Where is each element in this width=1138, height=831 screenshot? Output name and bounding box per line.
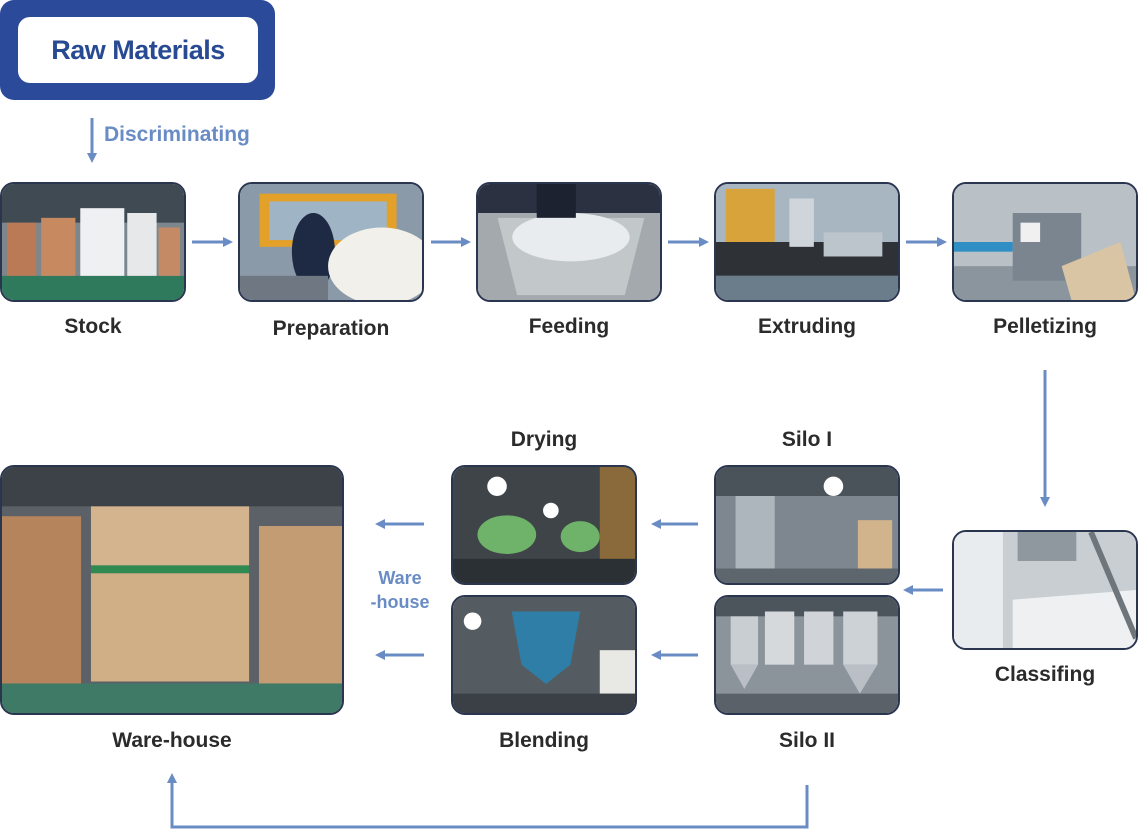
warehouse-mid-line2: -house — [370, 592, 430, 612]
silo2-photo — [714, 595, 900, 715]
pelletizing-photo — [952, 182, 1138, 302]
drying-photo — [451, 465, 637, 585]
feeding-label: Feeding — [528, 315, 610, 338]
classifing-label: Classifing — [994, 663, 1096, 686]
extruding-photo — [714, 182, 900, 302]
raw-materials-label-box: Raw Materials — [18, 17, 258, 83]
discriminating-label: Discriminating — [104, 123, 250, 146]
feeding-photo — [476, 182, 662, 302]
warehouse-photo — [0, 465, 344, 715]
pelletizing-label: Pelletizing — [993, 315, 1097, 338]
preparation-photo — [238, 182, 424, 302]
warehouse-mid-line1: Ware — [378, 568, 422, 588]
warehouse-label: Ware-house — [112, 729, 232, 752]
stock-photo — [0, 182, 186, 302]
extruding-label: Extruding — [758, 315, 856, 338]
raw-materials-title: Raw Materials — [51, 34, 225, 65]
silo1-photo — [714, 465, 900, 585]
warehouse-mid-label: Ware -house — [360, 566, 440, 614]
arrow-silo2-to-warehouse — [167, 773, 809, 829]
stock-label: Stock — [64, 315, 122, 338]
drying-label: Drying — [510, 428, 578, 451]
silo2-label: Silo II — [778, 729, 835, 752]
blending-label: Blending — [499, 729, 589, 752]
silo1-label: Silo I — [781, 428, 833, 451]
classifing-photo — [952, 530, 1138, 650]
blending-photo — [451, 595, 637, 715]
preparation-label: Preparation — [272, 317, 390, 340]
